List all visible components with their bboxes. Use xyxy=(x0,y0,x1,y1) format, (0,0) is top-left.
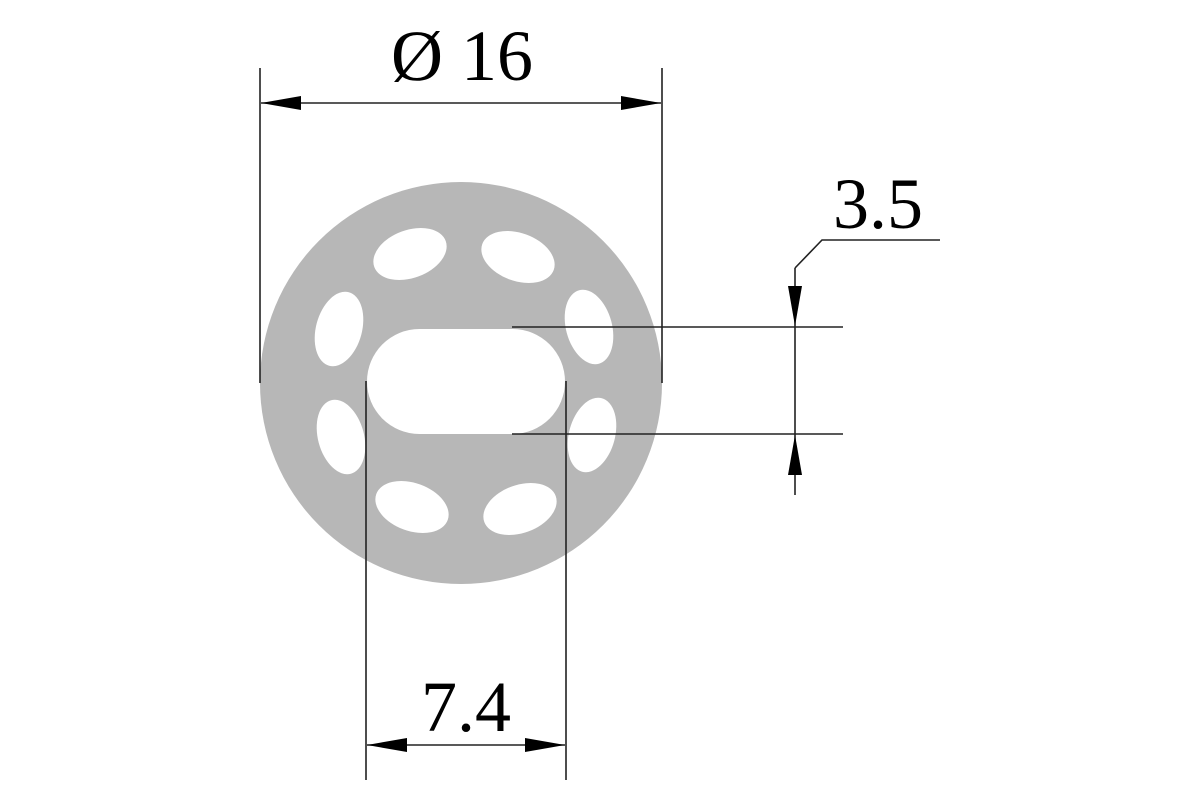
hole xyxy=(314,291,364,367)
dimension-slot-width: 7.4 xyxy=(365,381,567,780)
dimension-slot-height: 3.5 xyxy=(512,164,940,495)
slot-width-label: 7.4 xyxy=(421,667,511,747)
outer-diameter-label: Ø 16 xyxy=(391,16,533,96)
hole xyxy=(567,397,617,473)
central-slot xyxy=(367,329,565,434)
part-section xyxy=(260,182,662,584)
hole xyxy=(481,230,555,284)
hole xyxy=(373,227,447,281)
slot-height-label: 3.5 xyxy=(833,164,923,244)
peripheral-holes xyxy=(314,227,617,536)
hole xyxy=(375,480,449,534)
hole xyxy=(316,399,366,475)
hole xyxy=(483,482,557,536)
dimension-outer-diameter: Ø 16 xyxy=(259,16,663,383)
